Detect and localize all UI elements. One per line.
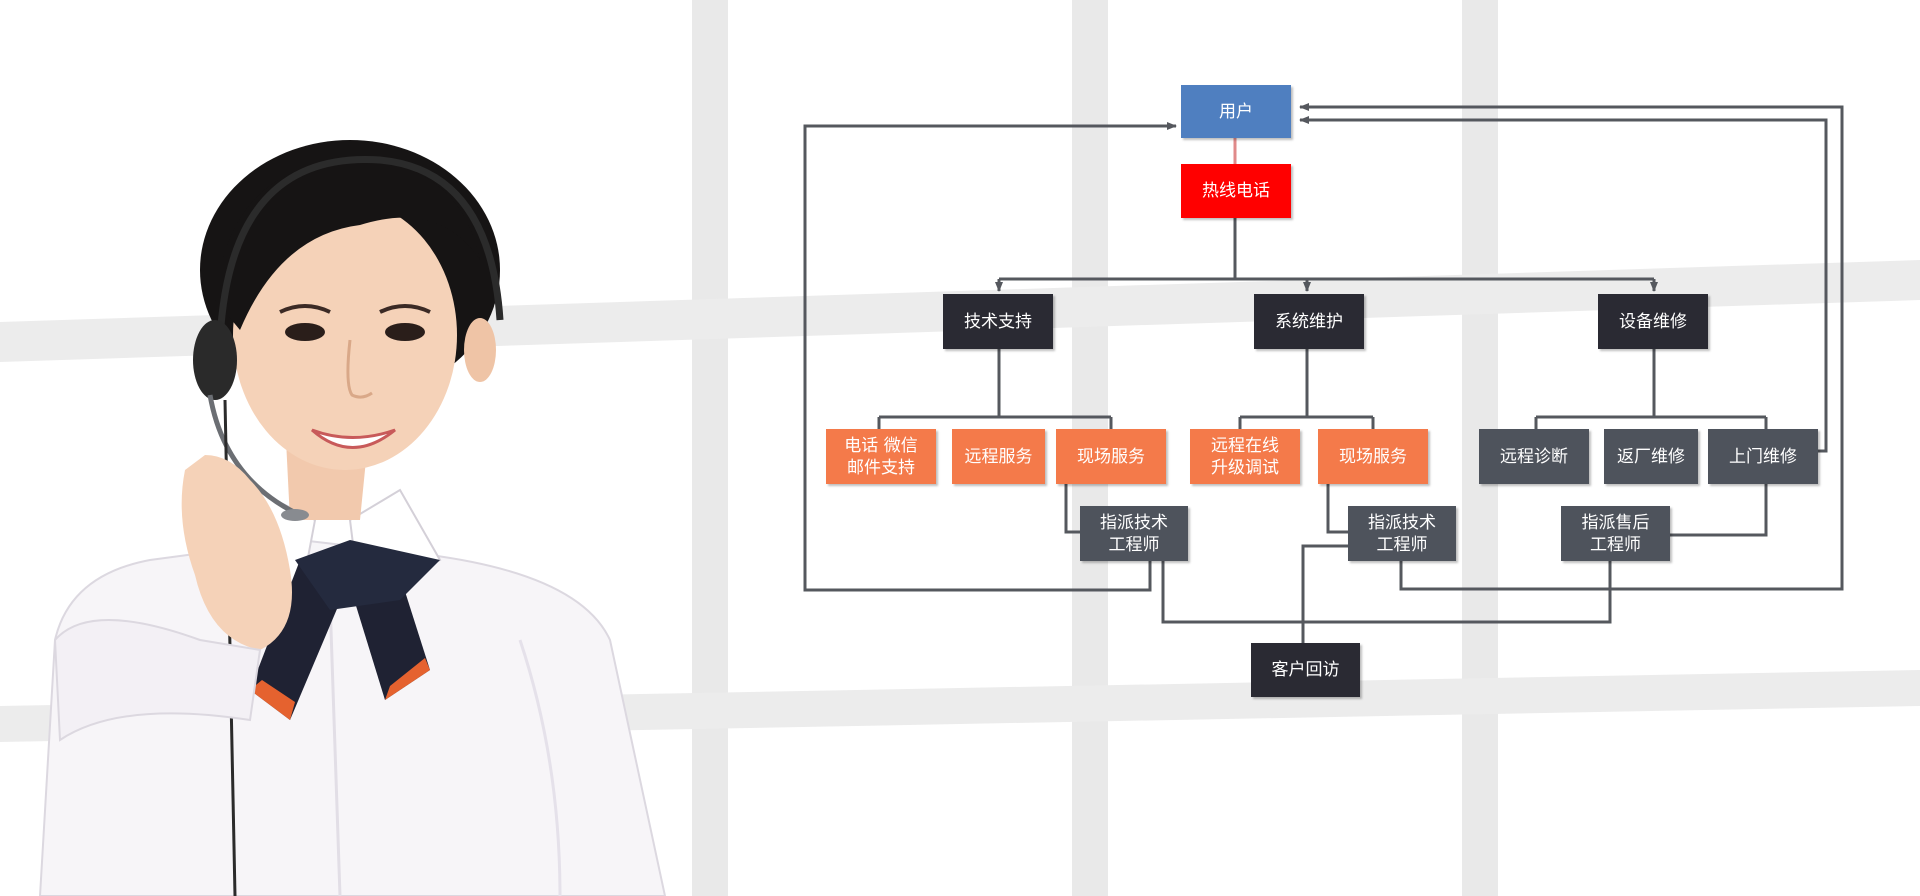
headset-earpiece bbox=[193, 320, 237, 400]
hair-fringe bbox=[215, 160, 480, 330]
connector bbox=[1301, 544, 1348, 643]
shirt-fold bbox=[328, 599, 342, 896]
customer-service-agent-illustration bbox=[38, 140, 667, 896]
background-band bbox=[692, 0, 728, 896]
bow-tie-trim bbox=[250, 680, 295, 720]
equipment-repair-node: 设备维修 bbox=[1598, 294, 1708, 349]
remote-service-node: 远程服务 bbox=[952, 429, 1045, 484]
remote-diagnosis-node: 远程诊断 bbox=[1479, 429, 1589, 484]
headset-mic-boom bbox=[207, 394, 302, 518]
dispatch-tech-engineer-node-2: 指派技术 工程师 bbox=[1348, 506, 1456, 561]
tech-support-node: 技术支持 bbox=[943, 294, 1053, 349]
return-repair-node: 返厂维修 bbox=[1604, 429, 1698, 484]
dispatch-after-sales-engineer-node: 指派售后 工程师 bbox=[1561, 506, 1670, 561]
headset-band bbox=[216, 156, 504, 341]
connector bbox=[1161, 561, 1612, 624]
headset-mic bbox=[281, 509, 309, 521]
connector bbox=[1299, 116, 1828, 453]
user-node: 用户 bbox=[1181, 85, 1291, 138]
phone-wechat-email-support-node: 电话 微信 邮件支持 bbox=[826, 429, 936, 484]
dispatch-tech-engineer-node: 指派技术 工程师 bbox=[1080, 506, 1188, 561]
shirt-fold bbox=[518, 639, 562, 896]
system-maintenance-node: 系统维护 bbox=[1254, 294, 1364, 349]
onsite-repair-node: 上门维修 bbox=[1708, 429, 1818, 484]
bow-tie bbox=[250, 560, 345, 720]
eye bbox=[285, 323, 325, 341]
connector bbox=[1299, 103, 1844, 591]
connector bbox=[1064, 484, 1080, 534]
ear bbox=[464, 318, 496, 382]
onsite-service-node-2: 现场服务 bbox=[1318, 429, 1428, 484]
remote-upgrade-node: 远程在线 升级调试 bbox=[1190, 429, 1300, 484]
mouth bbox=[311, 428, 396, 449]
hand bbox=[181, 455, 292, 650]
connector bbox=[803, 122, 1177, 592]
bow-tie-trim bbox=[385, 658, 430, 700]
sleeve bbox=[53, 619, 262, 742]
connector bbox=[1326, 484, 1348, 534]
eye bbox=[385, 323, 425, 341]
onsite-service-node: 现场服务 bbox=[1056, 429, 1166, 484]
face bbox=[233, 200, 457, 470]
customer-followup-node: 客户回访 bbox=[1251, 643, 1360, 697]
bow-tie bbox=[295, 540, 440, 610]
connector bbox=[1670, 484, 1768, 537]
hotline-node: 热线电话 bbox=[1181, 164, 1291, 218]
